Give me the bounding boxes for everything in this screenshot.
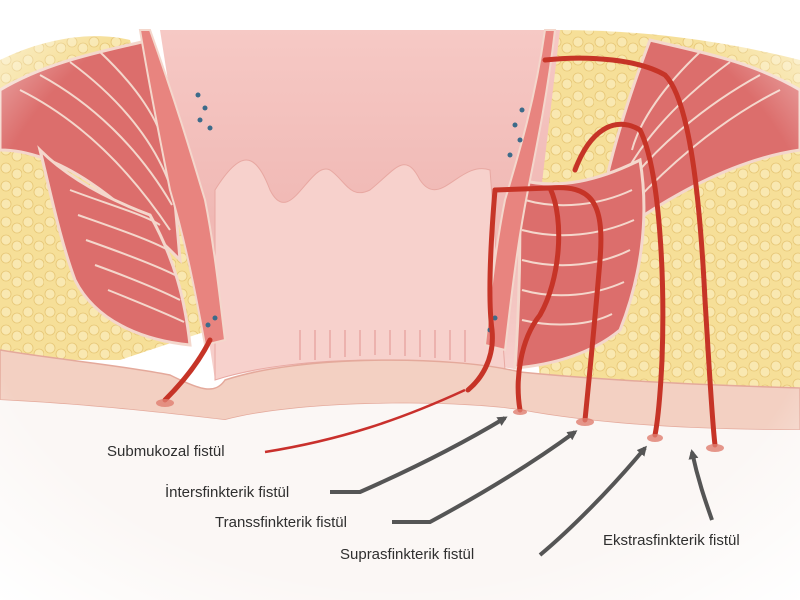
label-extrasphincteric: Ekstrasfinkterik fistül	[603, 532, 740, 549]
suprasphincteric-arrow	[538, 445, 647, 557]
extrasphincteric-arrow	[688, 449, 714, 521]
intersphincteric-arrow	[330, 416, 508, 494]
label-suprasphincteric: Suprasfinkterik fistül	[340, 546, 474, 563]
submucosal-pointer	[264, 388, 466, 454]
transsphincteric-arrow	[392, 430, 578, 524]
label-transsphincteric: Transsfinkterik fistül	[215, 514, 347, 531]
label-submucosal: Submukozal fistül	[107, 443, 225, 460]
label-intersphincteric: İntersfinkterik fistül	[165, 483, 289, 501]
